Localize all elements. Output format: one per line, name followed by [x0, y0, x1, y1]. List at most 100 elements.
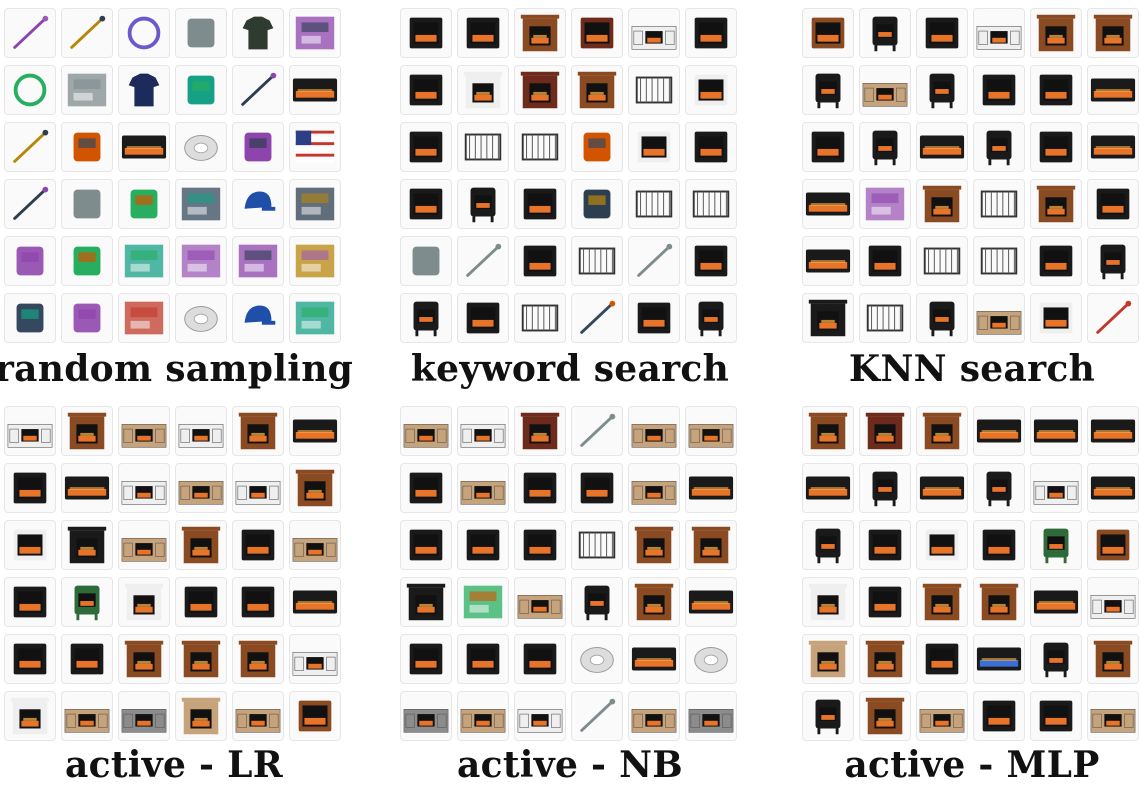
white-insert-thumbnail [1030, 293, 1082, 343]
room-fireplace-thumbnail [400, 463, 452, 513]
grill-stove-thumbnail [916, 293, 968, 343]
image-grid-panel [400, 8, 740, 348]
brick-fireplace-thumbnail [571, 65, 623, 115]
tv-stand-thumbnail [514, 577, 566, 627]
t-shirt-thumbnail [232, 8, 284, 58]
panel-caption: KNN search [848, 348, 1096, 390]
dark-mantel-thumbnail [400, 577, 452, 627]
tv-stand-fireplace-thumbnail [628, 406, 680, 456]
brown-mantel-thumbnail [232, 634, 284, 684]
flag-dog-thumbnail [289, 122, 341, 172]
green-stove-heater-thumbnail [1030, 520, 1082, 570]
blue-cap-thumbnail [232, 179, 284, 229]
image-grid-panel [4, 406, 344, 746]
log-grate-thumbnail [571, 520, 623, 570]
black-insert-thumbnail [973, 691, 1025, 741]
wall-fireplace-thumbnail [1087, 65, 1139, 115]
small-insert-thumbnail [1030, 122, 1082, 172]
black-insert-thumbnail [232, 577, 284, 627]
black-stove-heater-thumbnail [916, 65, 968, 115]
tv-stand-thumbnail [973, 293, 1025, 343]
dark-stove-thumbnail [802, 520, 854, 570]
wood-fireplace-mantel-thumbnail [514, 8, 566, 58]
cream-leaf-thumbnail [232, 122, 284, 172]
black-stove-heater-thumbnail [973, 463, 1025, 513]
black-fireplace-bar-thumbnail [685, 236, 737, 286]
white-mantel-fireplace-thumbnail [457, 65, 509, 115]
wood-tv-stand-fireplace-thumbnail [916, 691, 968, 741]
fireplace-room-thumbnail [628, 293, 680, 343]
plaster-object-thumbnail [61, 293, 113, 343]
white-mantel-thumbnail [4, 691, 56, 741]
sticker-sheet-thumbnail [175, 236, 227, 286]
fireplace-shovel-thumbnail [514, 520, 566, 570]
poker-rod-thumbnail [571, 406, 623, 456]
black-stove-heater-thumbnail [571, 577, 623, 627]
brick-fireplace-thumbnail [1030, 179, 1082, 229]
white-tv-stand-fireplace-thumbnail [289, 634, 341, 684]
image-grid-panel [4, 8, 344, 348]
wood-mantel-thumbnail [685, 520, 737, 570]
wood-mantel-thumbnail [175, 520, 227, 570]
black-electric-fireplace-thumbnail [916, 8, 968, 58]
blue-flame-fireplace-thumbnail [973, 520, 1025, 570]
white-fireplace-thumbnail [916, 520, 968, 570]
black-curved-fireplace-thumbnail [685, 577, 737, 627]
black-stove-heater-thumbnail [859, 122, 911, 172]
chiminea-thumbnail [400, 293, 452, 343]
white-tv-stand-fireplace-thumbnail [118, 463, 170, 513]
black-insert-thumbnail [457, 520, 509, 570]
tan-mantel-thumbnail [802, 634, 854, 684]
wood-fireplace-mantel-thumbnail [61, 406, 113, 456]
thumbnail-grid [400, 406, 740, 746]
panel-caption: keyword search [410, 348, 730, 390]
poker-rod-thumbnail [457, 236, 509, 286]
panel-caption: active - MLP [844, 744, 1100, 786]
dart-set-thumbnail [61, 122, 113, 172]
black-insert-thumbnail [571, 463, 623, 513]
tent-stakes-thumbnail [4, 8, 56, 58]
linear-fireplace-thumbnail [1030, 577, 1082, 627]
white-bowl-thumbnail [175, 122, 227, 172]
purple-mat-thumbnail [289, 179, 341, 229]
black-insert-thumbnail [400, 634, 452, 684]
cherry-mantel-thumbnail [859, 406, 911, 456]
room-fireplace-thumbnail [400, 122, 452, 172]
brown-mantel-thumbnail [916, 577, 968, 627]
dark-tv-stand-fireplace-thumbnail [400, 406, 452, 456]
patio-torch-thumbnail [1087, 293, 1139, 343]
fireplace-screen-thumbnail [457, 634, 509, 684]
black-insert-thumbnail [859, 577, 911, 627]
black-curved-fireplace-thumbnail [802, 463, 854, 513]
tv-stand-fireplace-thumbnail [118, 520, 170, 570]
tv-stand-fireplace-thumbnail [232, 691, 284, 741]
black-stove-heater-thumbnail [973, 122, 1025, 172]
fireplace-insert-thumbnail [457, 8, 509, 58]
landscape-print-thumbnail [232, 293, 284, 343]
image-grid-panel [802, 8, 1142, 348]
black-binder-thumbnail [61, 236, 113, 286]
panel-caption: active - LR [65, 744, 283, 786]
linear-fireplace-thumbnail [1087, 406, 1139, 456]
product-box-thumbnail [4, 179, 56, 229]
fireplace-shovel-thumbnail [400, 8, 452, 58]
black-stove-heater-thumbnail [859, 8, 911, 58]
black-insert-thumbnail [1087, 179, 1139, 229]
cherry-mantel-thumbnail [514, 65, 566, 115]
wood-rack-thumbnail [628, 179, 680, 229]
wall-fireplace-thumbnail [289, 577, 341, 627]
linear-fireplace-thumbnail [1087, 122, 1139, 172]
white-fireplace-thumbnail [685, 65, 737, 115]
cherry-mantel-thumbnail [514, 406, 566, 456]
gray-tv-stand-thumbnail [685, 691, 737, 741]
black-stove-heater-thumbnail [859, 463, 911, 513]
brown-mantel-thumbnail [118, 634, 170, 684]
black-tv-stand-thumbnail [457, 691, 509, 741]
stove-heater-thumbnail [457, 179, 509, 229]
thumbnail-grid [802, 8, 1142, 348]
black-tv-stand-thumbnail [628, 463, 680, 513]
fireplace-screen-thumbnail [400, 65, 452, 115]
pink-letter-p-thumbnail [118, 179, 170, 229]
black-blower-thumbnail [400, 236, 452, 286]
black-curved-fireplace-thumbnail [1087, 463, 1139, 513]
